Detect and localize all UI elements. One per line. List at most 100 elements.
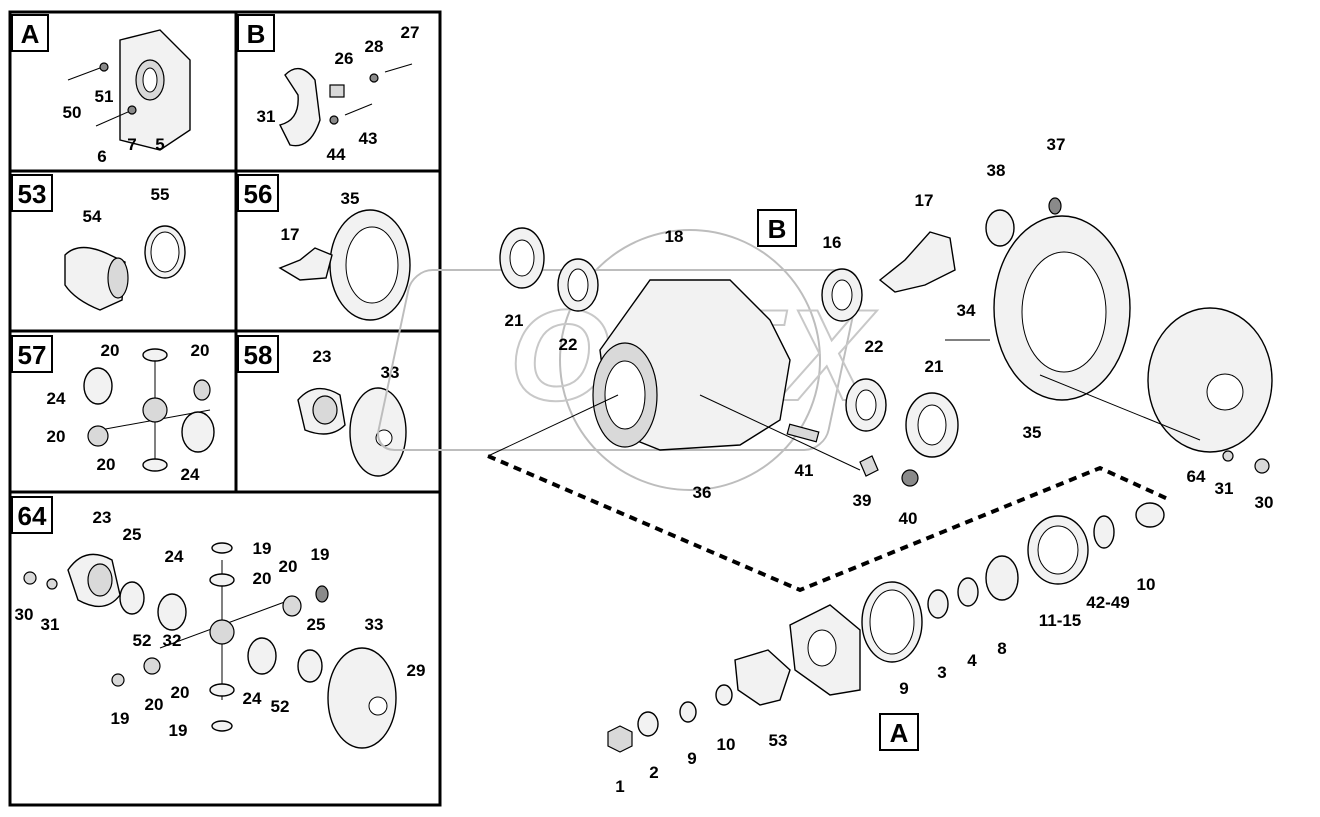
main-label-8: 8 — [997, 639, 1006, 658]
panel-64-title: 64 — [18, 501, 47, 531]
panel-57-label-24a: 24 — [47, 389, 66, 408]
cap-10 — [1135, 502, 1165, 528]
panel-56-label-17: 17 — [281, 225, 300, 244]
panel-b-label-43: 43 — [359, 129, 378, 148]
panel-57-label-20c: 20 — [47, 427, 66, 446]
main-label-2: 2 — [649, 763, 658, 782]
panel-57-label-20a: 20 — [101, 341, 120, 360]
panel-57: 57 20 20 24 20 20 24 — [11, 335, 215, 484]
panel-53: 53 55 54 — [11, 174, 186, 311]
panel-57-title: 57 — [18, 340, 47, 370]
panel-a-title: A — [21, 19, 40, 49]
pinion-17 — [878, 231, 956, 293]
main-label-41: 41 — [795, 461, 814, 480]
panel-64-label-29: 29 — [407, 661, 426, 680]
main-label-37: 37 — [1047, 135, 1066, 154]
panel-64-label-19c: 19 — [111, 709, 130, 728]
main-label-22a: 22 — [559, 335, 578, 354]
main-label-36: 36 — [693, 483, 712, 502]
yoke-53 — [734, 649, 791, 706]
svg-text:B: B — [768, 214, 787, 244]
main-label-9b: 9 — [687, 749, 696, 768]
main-label-1: 1 — [615, 777, 624, 796]
main-labels: 18 16 17 38 37 21 22 22 21 34 35 41 36 3… — [505, 135, 1274, 796]
main-label-35: 35 — [1023, 423, 1042, 442]
main-label-31: 31 — [1215, 479, 1234, 498]
main-label-42-49: 42-49 — [1086, 593, 1129, 612]
panel-a-label-7: 7 — [127, 135, 136, 154]
panel-64: 64 23 25 19 24 20 20 19 30 31 52 32 25 3… — [11, 496, 426, 749]
main-label-21b: 21 — [925, 357, 944, 376]
callout-a: A — [879, 713, 919, 751]
panel-64-label-20a: 20 — [253, 569, 272, 588]
main-label-10b: 10 — [717, 735, 736, 754]
panel-64-label-30: 30 — [15, 605, 34, 624]
panel-64-label-32: 32 — [163, 631, 182, 650]
panel-grid — [8, 10, 442, 807]
bearing-8 — [985, 555, 1019, 601]
panel-b-label-31: 31 — [257, 107, 276, 126]
main-label-22b: 22 — [865, 337, 884, 356]
panel-56: 56 35 17 — [237, 174, 411, 321]
panel-57-label-20d: 20 — [97, 455, 116, 474]
panel-57-label-24b: 24 — [181, 465, 200, 484]
main-label-16: 16 — [823, 233, 842, 252]
panel-b: B 26 28 27 31 44 43 — [237, 14, 420, 164]
diff-case-64 — [1147, 307, 1273, 453]
panel-64-label-19a: 19 — [253, 539, 272, 558]
main-label-9a: 9 — [899, 679, 908, 698]
panel-64-label-24b: 24 — [243, 689, 262, 708]
panel-58-title: 58 — [244, 340, 273, 370]
main-label-53: 53 — [769, 731, 788, 750]
panel-b-title: B — [247, 19, 266, 49]
callout-b: B — [757, 209, 797, 247]
panel-a-label-50: 50 — [63, 103, 82, 122]
panel-64-label-23: 23 — [93, 508, 112, 527]
main-label-3: 3 — [937, 663, 946, 682]
panel-b-label-28: 28 — [365, 37, 384, 56]
main-label-4: 4 — [967, 651, 977, 670]
main-label-17: 17 — [915, 191, 934, 210]
panel-64-label-19b: 19 — [311, 545, 330, 564]
panel-a: A 50 51 6 7 5 — [11, 14, 191, 166]
panel-b-yoke — [278, 67, 321, 147]
bearing-38 — [985, 209, 1015, 247]
panel-b-label-26: 26 — [335, 49, 354, 68]
main-label-40: 40 — [899, 509, 918, 528]
panel-b-label-44: 44 — [327, 145, 346, 164]
panel-58-label-23: 23 — [313, 347, 332, 366]
panel-64-label-19d: 19 — [169, 721, 188, 740]
main-label-11-15: 11-15 — [1039, 611, 1082, 630]
main-label-21a: 21 — [505, 311, 524, 330]
panel-a-label-6: 6 — [97, 147, 106, 166]
main-label-64: 64 — [1187, 467, 1206, 486]
panel-53-title: 53 — [18, 179, 47, 209]
panel-64-label-25b: 25 — [307, 615, 326, 634]
panel-53-yoke — [64, 246, 126, 311]
panel-58: 58 23 33 — [237, 335, 407, 477]
panel-53-label-55: 55 — [151, 185, 170, 204]
panel-64-label-52a: 52 — [133, 631, 152, 650]
panel-56-label-35: 35 — [341, 189, 360, 208]
panel-64-label-20b: 20 — [279, 557, 298, 576]
main-label-34: 34 — [957, 301, 976, 320]
panel-a-label-5: 5 — [155, 135, 164, 154]
main-label-30: 30 — [1255, 493, 1274, 512]
panel-64-label-25a: 25 — [123, 525, 142, 544]
panel-64-label-31: 31 — [41, 615, 60, 634]
main-label-39: 39 — [853, 491, 872, 510]
main-label-38: 38 — [987, 161, 1006, 180]
main-label-10a: 10 — [1137, 575, 1156, 594]
panel-64-label-24a: 24 — [165, 547, 184, 566]
main-assembly — [487, 197, 1273, 753]
panel-56-title: 56 — [244, 179, 273, 209]
panel-64-label-20d: 20 — [171, 683, 190, 702]
panel-64-label-20c: 20 — [145, 695, 164, 714]
panel-64-label-52b: 52 — [271, 697, 290, 716]
svg-text:A: A — [890, 718, 909, 748]
panel-64-label-33: 33 — [365, 615, 384, 634]
panel-b-label-27: 27 — [401, 23, 420, 42]
panel-53-label-54: 54 — [83, 207, 102, 226]
main-label-18: 18 — [665, 227, 684, 246]
